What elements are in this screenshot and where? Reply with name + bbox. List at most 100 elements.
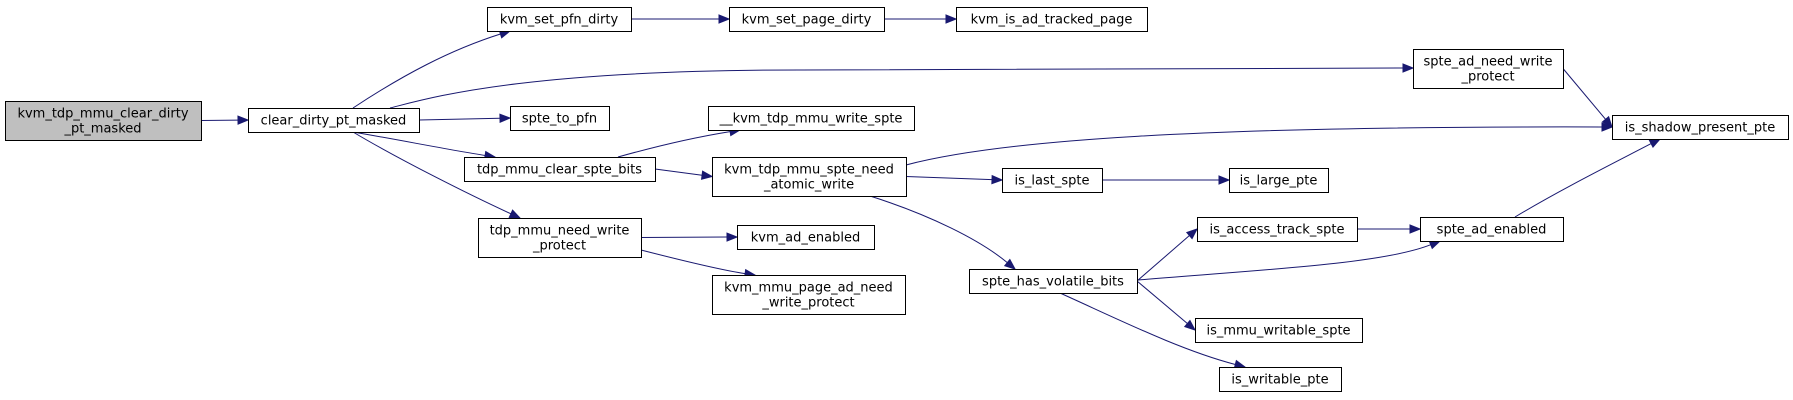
node-box <box>969 269 1138 294</box>
edge-line <box>352 131 486 156</box>
node-label: kvm_tdp_mmu_clear_dirty <box>17 107 188 122</box>
node-spte-ad-need-wp[interactable]: spte_ad_need_write_protect <box>1413 49 1564 89</box>
arrowhead <box>718 14 731 24</box>
node-box <box>737 225 875 250</box>
node-box <box>1413 49 1564 89</box>
node-label: kvm_tdp_mmu_spte_need <box>724 163 894 178</box>
node-label: clear_dirty_pt_masked <box>261 114 407 129</box>
arrowhead <box>237 115 250 125</box>
node-spte-to-pfn[interactable]: spte_to_pfn <box>510 106 610 131</box>
node-set-page-dirty[interactable]: kvm_set_page_dirty <box>729 7 885 32</box>
edge-is_access_track-to-spte_ad_enabled <box>1357 224 1422 234</box>
edge-line <box>1562 68 1606 120</box>
node-mmu-writable[interactable]: is_mmu_writable_spte <box>1195 318 1363 343</box>
node-label: tdp_mmu_clear_spte_bits <box>477 163 642 178</box>
node-root[interactable]: kvm_tdp_mmu_clear_dirty_pt_masked <box>5 101 202 141</box>
node-label: kvm_mmu_page_ad_need <box>724 281 893 296</box>
edge-root-to-clear_dirty <box>200 115 250 125</box>
node-spte-ad-enabled[interactable]: spte_ad_enabled <box>1420 217 1564 242</box>
node-label: _protect <box>1460 70 1514 85</box>
arrowhead <box>1183 319 1197 331</box>
node-box <box>5 101 202 141</box>
edge-line <box>1126 244 1431 282</box>
edge-clear_spte_bits-to-write_spte <box>617 126 742 158</box>
node-box <box>1195 318 1363 343</box>
node-label: kvm_set_pfn_dirty <box>500 13 619 28</box>
edge-need_atomic-to-is_shadow_present <box>905 122 1614 166</box>
edge-clear_dirty-to-spte_ad_need_wp <box>389 63 1415 109</box>
node-is-last-spte[interactable]: is_last_spte <box>1002 168 1103 193</box>
edge-line <box>640 249 746 275</box>
edge-volatile_bits-to-spte_ad_enabled <box>1126 240 1442 282</box>
edge-line <box>418 117 501 121</box>
node-box <box>478 218 642 258</box>
node-label: spte_has_volatile_bits <box>982 275 1124 290</box>
edge-clear_dirty-to-need_write_protect <box>352 131 522 219</box>
edge-line <box>905 126 1603 166</box>
arrowhead <box>991 174 1004 185</box>
node-box <box>956 7 1148 32</box>
node-write-spte[interactable]: __kvm_tdp_mmu_write_spte <box>708 106 915 131</box>
node-box <box>1219 367 1342 392</box>
node-box <box>248 108 420 133</box>
node-label: is_mmu_writable_spte <box>1206 324 1350 339</box>
node-box <box>1002 168 1103 193</box>
node-is-ad-tracked[interactable]: kvm_is_ad_tracked_page <box>956 7 1148 32</box>
edge-need_write_protect-to-mmu_page_ad <box>640 249 757 279</box>
node-box <box>729 7 885 32</box>
node-box <box>1612 115 1789 140</box>
node-need-write-protect[interactable]: tdp_mmu_need_write_protect <box>478 218 642 258</box>
node-label: _write_protect <box>761 296 854 311</box>
nodes-layer: kvm_tdp_mmu_clear_dirty_pt_masked clear_d… <box>5 7 1789 392</box>
node-box <box>712 275 906 315</box>
node-is-access-track[interactable]: is_access_track_spte <box>1197 217 1358 242</box>
arrowhead <box>1402 63 1415 73</box>
arrowhead <box>1601 115 1613 129</box>
node-label: is_last_spte <box>1015 174 1090 189</box>
edge-line <box>1136 280 1188 324</box>
edge-clear_dirty-to-clear_spte_bits <box>352 131 497 161</box>
node-label: kvm_ad_enabled <box>751 231 860 246</box>
node-kvm-ad-enabled[interactable]: kvm_ad_enabled <box>737 225 875 250</box>
node-is-large-pte[interactable]: is_large_pte <box>1229 168 1329 193</box>
edge-line <box>1059 292 1236 365</box>
node-clear-dirty[interactable]: clear_dirty_pt_masked <box>248 108 420 133</box>
arrowhead <box>945 14 958 24</box>
arrowhead <box>1428 240 1442 250</box>
edge-volatile_bits-to-mmu_writable <box>1136 280 1197 331</box>
node-box <box>1420 217 1564 242</box>
node-label: spte_ad_enabled <box>1437 223 1547 238</box>
node-need-atomic[interactable]: kvm_tdp_mmu_spte_need_atomic_write <box>712 157 907 197</box>
node-mmu-page-ad[interactable]: kvm_mmu_page_ad_need_write_protect <box>712 275 906 315</box>
edge-line <box>617 131 731 158</box>
edge-line <box>1514 143 1652 218</box>
node-label: kvm_is_ad_tracked_page <box>971 13 1133 28</box>
arrowhead <box>726 232 739 242</box>
node-label: is_access_track_spte <box>1210 223 1345 238</box>
edge-line <box>1136 235 1190 282</box>
edge-spte_ad_enabled-to-is_shadow_present <box>1514 138 1662 218</box>
node-label: spte_ad_need_write <box>1423 55 1552 70</box>
node-label: kvm_set_page_dirty <box>742 13 872 28</box>
node-box <box>510 106 610 131</box>
edge-line <box>389 67 1404 109</box>
node-volatile-bits[interactable]: spte_has_volatile_bits <box>969 269 1138 294</box>
arrowhead <box>1601 122 1614 132</box>
edge-line <box>905 176 993 181</box>
node-label: spte_to_pfn <box>522 112 597 127</box>
arrowhead <box>508 209 522 219</box>
edge-line <box>869 195 1008 264</box>
node-is-writable-pte[interactable]: is_writable_pte <box>1219 367 1342 392</box>
node-box <box>1229 168 1329 193</box>
arrowhead <box>700 170 714 180</box>
node-label: _pt_masked <box>63 122 141 137</box>
arrowhead <box>1648 138 1662 149</box>
node-label: is_large_pte <box>1240 174 1318 189</box>
node-label: tdp_mmu_need_write <box>490 224 630 239</box>
node-set-pfn-dirty[interactable]: kvm_set_pfn_dirty <box>487 7 632 32</box>
node-clear-spte-bits[interactable]: tdp_mmu_clear_spte_bits <box>464 157 656 182</box>
node-is-shadow-present[interactable]: is_shadow_present_pte <box>1612 115 1789 140</box>
edge-is_last_spte-to-is_large_pte <box>1102 175 1231 185</box>
node-box <box>708 106 915 131</box>
